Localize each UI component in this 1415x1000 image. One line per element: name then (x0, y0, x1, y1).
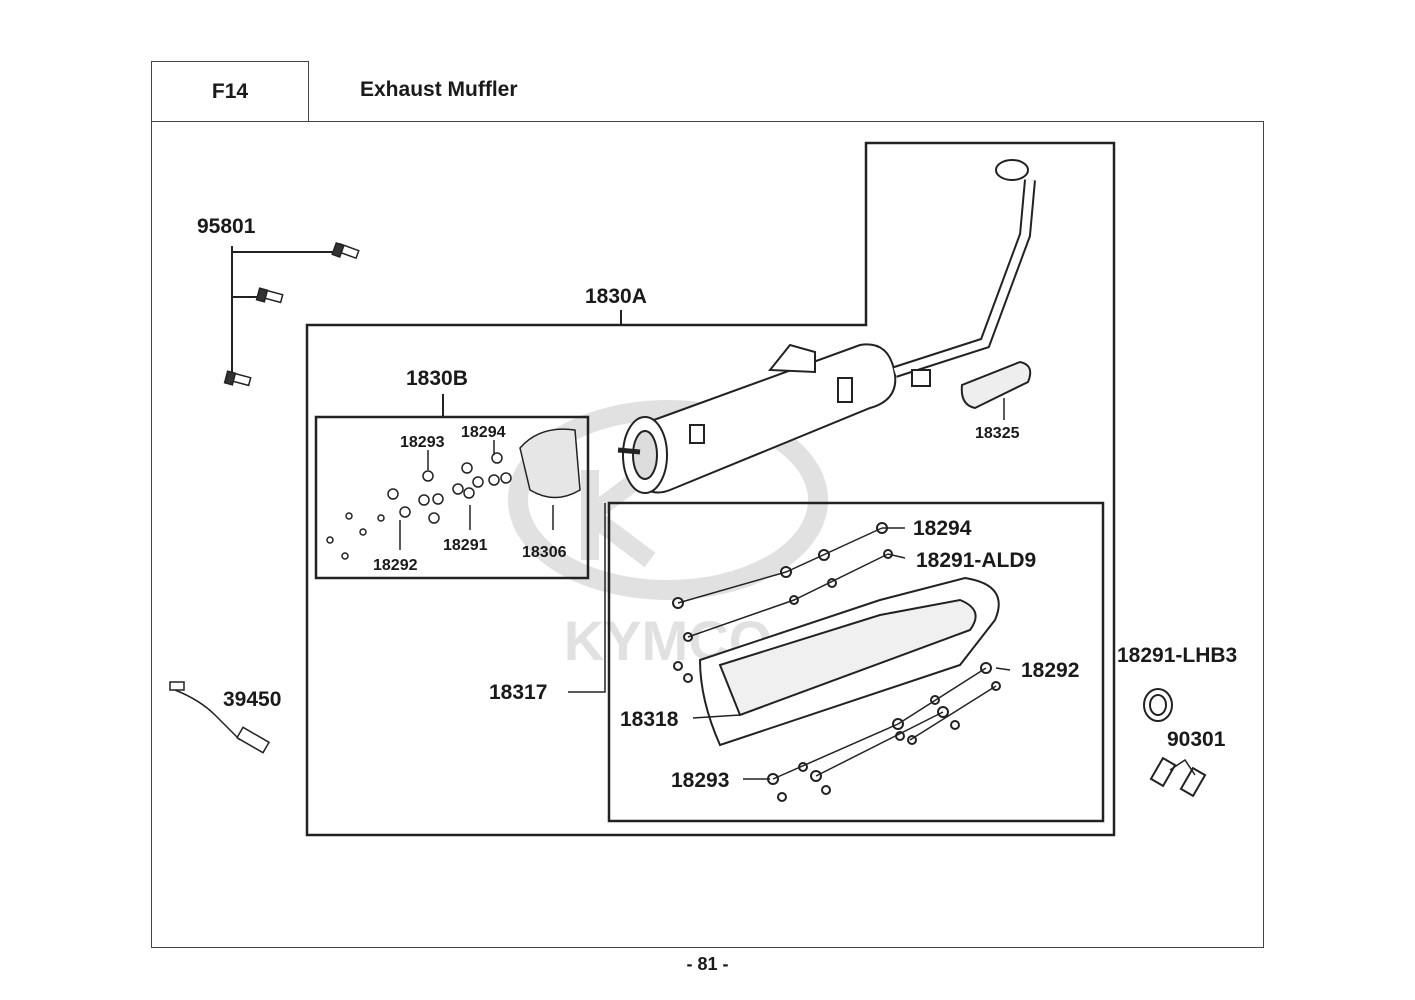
label-18291-LHB3: 18291-LHB3 (1117, 644, 1237, 667)
label-18292: 18292 (1021, 659, 1079, 682)
assembly-1830A-outline (305, 141, 1116, 837)
label-18294: 18294 (913, 517, 972, 540)
heat-shield-18325 (960, 360, 1032, 410)
label-18325: 18325 (975, 425, 1020, 442)
section-code: F14 (151, 61, 309, 121)
label-39450: 39450 (223, 688, 281, 711)
end-cap-group-1830B (326, 428, 581, 560)
label-18293-inset: 18293 (400, 434, 445, 451)
diagram-frame (151, 121, 1264, 948)
label-18318: 18318 (620, 708, 679, 731)
label-18294-inset: 18294 (461, 424, 506, 441)
page-number: - 81 - (686, 954, 729, 974)
muffler-body-illustration (617, 159, 1036, 494)
leader-lines (568, 503, 1011, 780)
label-18291-inset: 18291 (443, 537, 488, 554)
label-95801: 95801 (197, 215, 256, 238)
bolt-group-95801 (223, 242, 360, 387)
label-18293: 18293 (671, 769, 729, 792)
label-18317: 18317 (489, 681, 547, 704)
muffler-cover-18318 (672, 522, 1001, 802)
label-18306: 18306 (522, 544, 567, 561)
gasket-and-nuts (1143, 688, 1207, 798)
label-18292-inset: 18292 (373, 557, 418, 574)
label-1830A: 1830A (585, 285, 647, 308)
label-1830B: 1830B (406, 367, 468, 390)
label-18291-ALD9: 18291-ALD9 (916, 549, 1036, 572)
page-title: Exhaust Muffler (360, 78, 518, 101)
assembly-18317-box (607, 501, 1105, 823)
o2-sensor-39450 (169, 681, 271, 754)
label-90301: 90301 (1167, 728, 1226, 751)
assembly-1830B-box (314, 415, 590, 580)
